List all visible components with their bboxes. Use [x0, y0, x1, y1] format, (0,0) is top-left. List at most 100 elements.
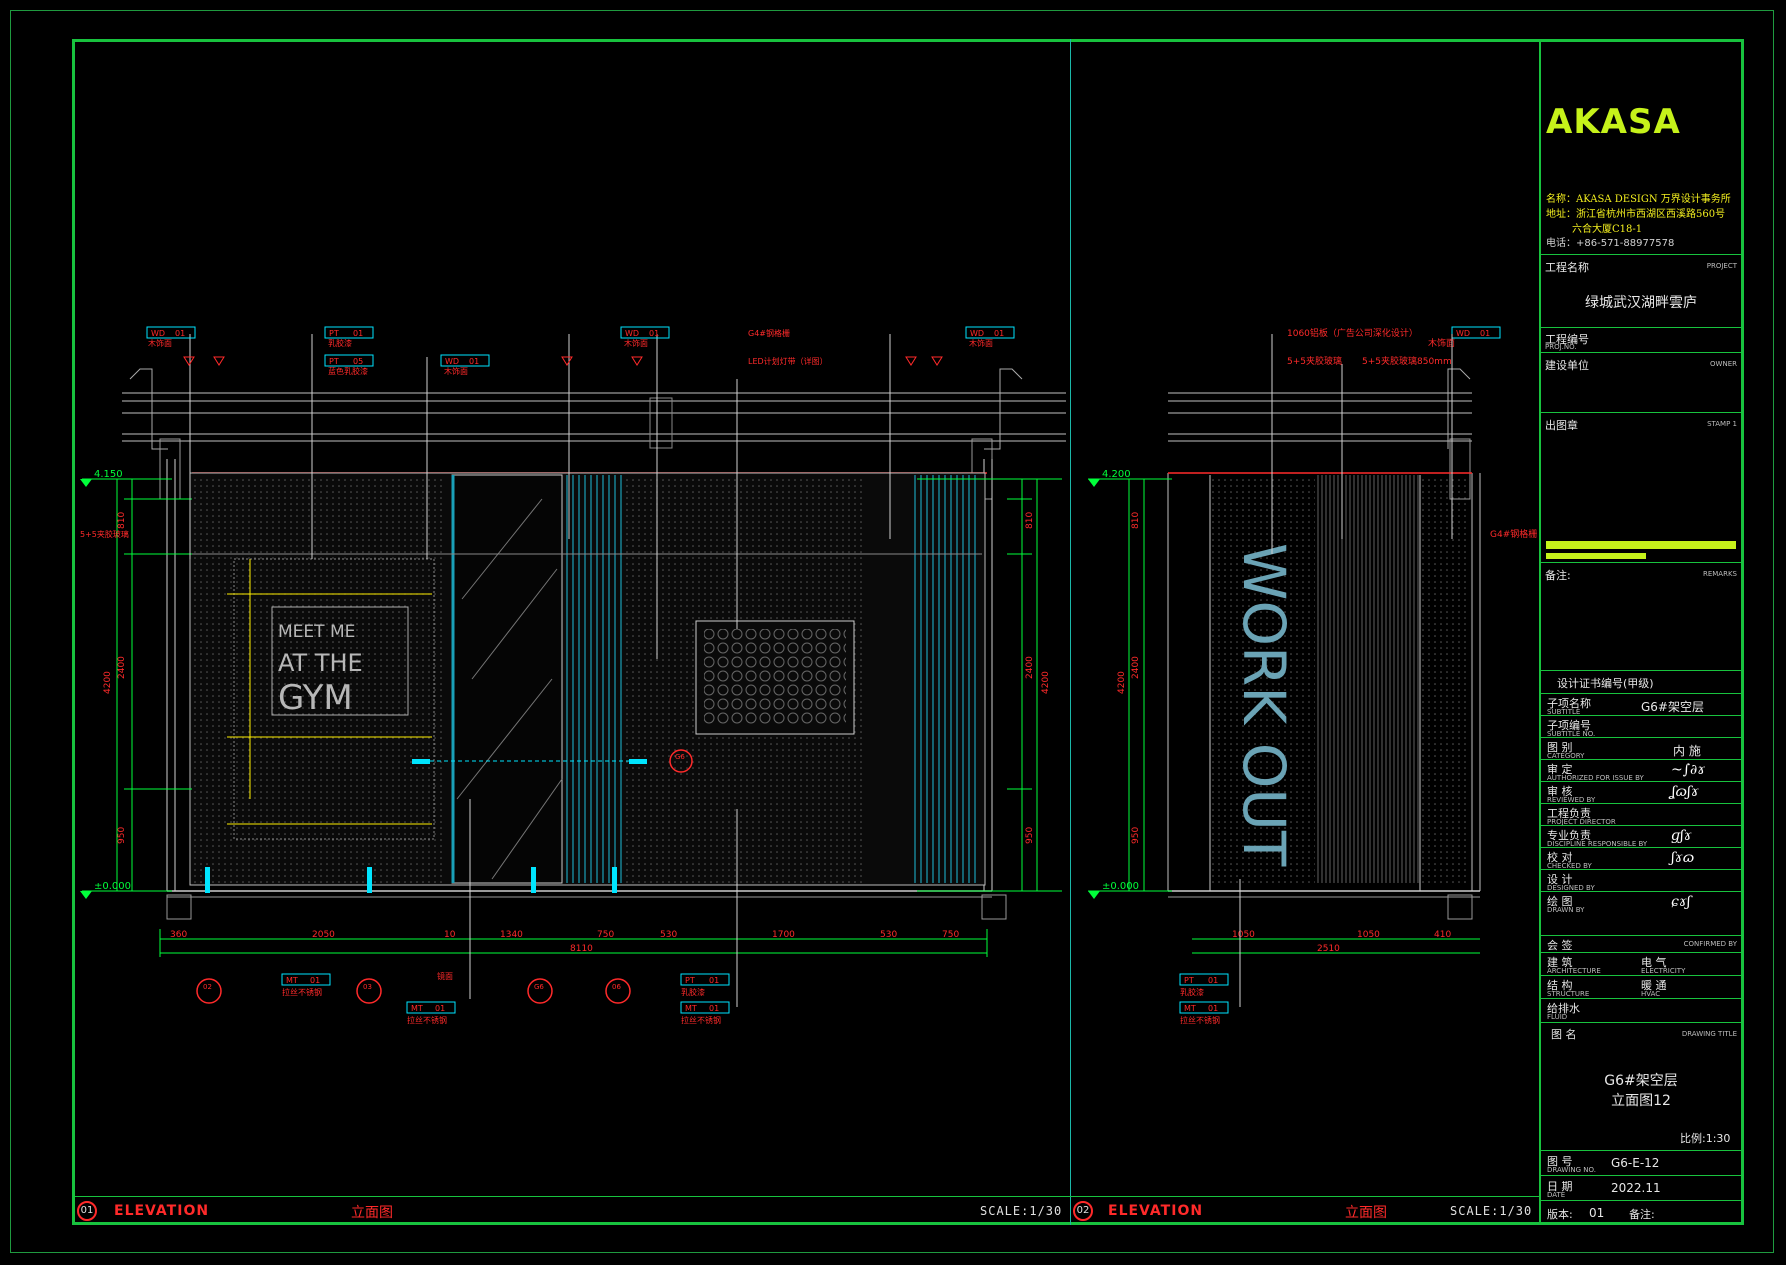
bdim-10: 530: [880, 930, 897, 940]
sheet-outer-border: [10, 10, 1774, 1253]
tb-row-7-label: 校 对: [1547, 851, 1573, 864]
tb-confirm-row: 会 签 CONFIRMED BY: [1541, 935, 1741, 952]
bdim-5: 1340: [500, 930, 523, 940]
tb-project-name: 绿城武汉湖畔雲庐: [1585, 295, 1697, 311]
bdim2-3: 410: [1434, 930, 1451, 940]
btag-mt01-b-code: MT: [411, 1004, 423, 1013]
top-note-grille: G4#钢格栅: [748, 328, 790, 338]
tb-drawing-title-2: 立面图12: [1611, 1093, 1671, 1109]
tb-disc-1-b-en: HVAC: [1641, 990, 1661, 998]
bdim2-total: 2510: [1317, 944, 1340, 954]
bdim-3: 10: [444, 930, 456, 940]
tb-disc-1-a: 结 构: [1547, 979, 1573, 992]
signature-4: ʃɤɷ: [1671, 850, 1695, 866]
footer-elevation-cn-01: 立面图: [351, 1205, 393, 1221]
tb-owner-en: OWNER: [1710, 360, 1737, 368]
tb-scale: 比例:1:30: [1680, 1132, 1731, 1145]
tb-row-9-label: 绘 图: [1547, 895, 1573, 908]
tag-pt05-note: 蓝色乳胶漆: [328, 366, 368, 376]
tb-cert-row: 设计证书编号(甲级): [1541, 670, 1741, 693]
tb-project-label: 工程名称: [1545, 261, 1589, 274]
tb-title-row: 图 名 DRAWING TITLE: [1541, 1022, 1741, 1045]
tb-projno-label: 工程编号: [1545, 333, 1589, 346]
btag-mt01-c-note: 拉丝不锈钢: [681, 1015, 721, 1025]
tb-row-2-en: CATEGORY: [1547, 752, 1585, 760]
elevation-drawing-01: MEET ME AT THE GYM 4: [80, 326, 1066, 1025]
bdim2-1: 1050: [1232, 930, 1255, 940]
tb-disc-0-a-en: ARCHITECTURE: [1547, 967, 1601, 975]
footer-elevation-02: ELEVATION: [1108, 1203, 1204, 1219]
signature-5: ɕɤʃ: [1671, 894, 1691, 910]
sheet-inner-border: [72, 39, 1744, 1225]
mirror-note: 镜面: [437, 971, 453, 981]
tb-drawing-title-1: G6#架空层: [1604, 1073, 1678, 1089]
tb-projno-row: 工程编号 PROJ.NO.: [1541, 327, 1741, 351]
workout-text: WORK OUT: [1230, 543, 1298, 867]
tb-title-en: DRAWING TITLE: [1681, 1030, 1737, 1038]
tb-disc-2-a: 给排水: [1547, 1002, 1580, 1015]
tag-pt01-note: 乳胶漆: [328, 338, 352, 348]
vdim-810-r: 810: [1025, 512, 1035, 529]
bdim-7: 750: [597, 930, 614, 940]
vdim2-4200: 4200: [1117, 671, 1127, 694]
tb-owner-row: 建设单位 OWNER: [1541, 352, 1741, 375]
tb-row-8-label: 设 计: [1547, 873, 1573, 886]
tag-wd01-d-code: WD: [970, 329, 984, 338]
tb-owner-label: 建设单位: [1545, 359, 1589, 372]
bdim-total: 8110: [570, 944, 593, 954]
btag-mt01-a-code: MT: [286, 976, 298, 985]
bdim-11: 750: [942, 930, 959, 940]
firm-phone: 电话：+86-571-88977578: [1546, 238, 1675, 249]
firm-name: 名称：AKASA DESIGN 万界设计事务所: [1546, 194, 1731, 205]
top-note2-2: 5+5夹胶玻璃: [1287, 355, 1342, 367]
tb-row-5-en: PROJECT DIRECTOR: [1547, 818, 1616, 826]
tb-date-en: DATE: [1547, 1191, 1566, 1199]
title-block-divider: [1539, 39, 1541, 1225]
tb-row-4-en: REVIEWED BY: [1547, 796, 1596, 804]
signature-1: ~∫∂ɤ: [1671, 762, 1706, 778]
tb-bar-2: [1546, 553, 1646, 559]
tb-disc-1-a-en: STRUCTURE: [1547, 990, 1590, 998]
vdim2-2400: 2400: [1131, 656, 1141, 679]
side-note2: G4#钢格栅: [1490, 528, 1537, 540]
vdim-4200-r: 4200: [1041, 671, 1051, 694]
vdim-2400: 2400: [117, 656, 127, 679]
tb-disc-0-a: 建 筑: [1547, 956, 1573, 969]
btag2-mt-num: 01: [1208, 1004, 1218, 1013]
btag-mt01-b-note: 拉丝不锈钢: [407, 1015, 447, 1025]
tb-row-4-label: 审 核: [1547, 785, 1573, 798]
side-note-glass: 5+5夹胶玻璃: [80, 529, 129, 539]
btag2-pt-num: 01: [1208, 976, 1218, 985]
tb-confirm-en: CONFIRMED BY: [1683, 940, 1737, 948]
tag-wd01-b-num: 01: [469, 357, 479, 366]
tag-wd01-d-note: 木饰面: [969, 338, 993, 348]
tb-date-value: 2022.11: [1611, 1181, 1661, 1195]
tb-disc-0-b: 电 气: [1641, 956, 1667, 969]
tb-remarks-en: REMARKS: [1702, 570, 1737, 578]
footer-elevation-01: ELEVATION: [114, 1203, 210, 1219]
btag-pt01-num: 01: [709, 976, 719, 985]
signature-2: ʆɷʃɤ: [1671, 784, 1699, 800]
tb-note-label: 备注:: [1629, 1208, 1655, 1221]
firm-address-2: 六合大厦C18-1: [1572, 224, 1643, 235]
btag-mt01-c-num: 01: [709, 1004, 719, 1013]
tag-wd01-a-num: 01: [175, 329, 185, 338]
tag-wd01-b-code: WD: [445, 357, 459, 366]
vdim2-810: 810: [1131, 512, 1141, 529]
btag-mt01-b-num: 01: [435, 1004, 445, 1013]
btag2-pt-code: PT: [1184, 976, 1194, 985]
tb-remarks-label: 备注:: [1545, 569, 1571, 582]
tb-row-7-en: CHECKED BY: [1547, 862, 1592, 870]
btag-mt01-c-code: MT: [685, 1004, 697, 1013]
bdim2-2: 1050: [1357, 930, 1380, 940]
elevation-drawing-02: WORK OUT 4.200 ±0.000 810 2400 950 4200 …: [1088, 326, 1537, 1025]
tb-project-row: 工程名称 PROJECT: [1541, 254, 1741, 277]
tb-row-9-en: DRAWN BY: [1547, 906, 1585, 914]
footer-line: [72, 1196, 1539, 1197]
